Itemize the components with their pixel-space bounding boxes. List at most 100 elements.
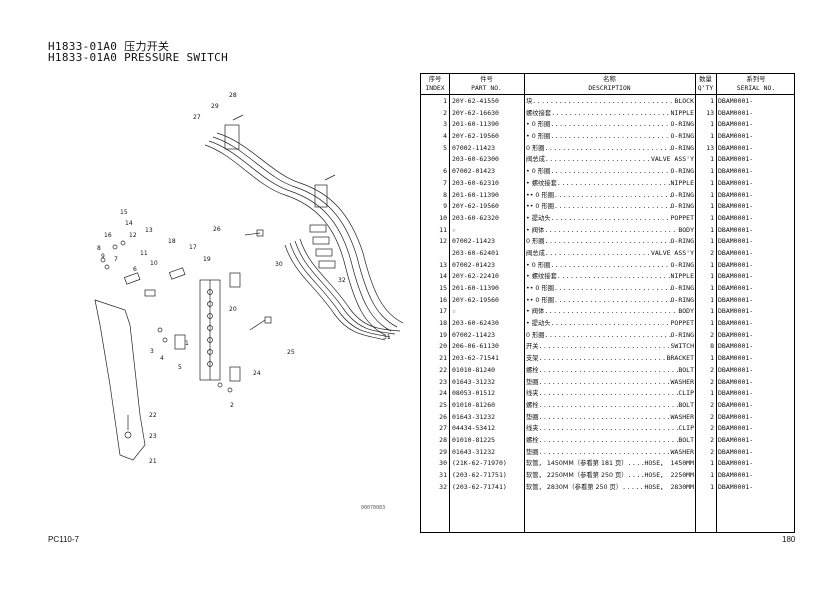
row-part-no: (21K-62-71970): [452, 459, 507, 468]
row-desc-en: WASHER: [670, 412, 694, 421]
row-part-no: 203-62-71541: [452, 354, 499, 363]
row-leader-dots: ........................................…: [544, 155, 651, 164]
row-serial: DBAM0001-: [718, 471, 754, 479]
row-desc-en: O-RING: [670, 330, 694, 339]
row-qty: 8: [710, 342, 714, 351]
row-serial: DBAM0001-: [718, 190, 754, 199]
row-part-no: (203-62-71751): [452, 471, 507, 479]
row-qty: 1: [710, 389, 714, 398]
row-leader-dots: ........................................…: [627, 459, 645, 468]
row-part-no: ☆: [452, 225, 456, 234]
row-leader-dots: ........................................…: [544, 143, 671, 152]
row-desc-cn: 开关: [526, 343, 539, 351]
row-part-no: 07002-01423: [452, 167, 496, 176]
row-index: 27: [439, 424, 447, 433]
row-description: •• 0 形圈.................................…: [526, 283, 694, 295]
row-qty: 1: [710, 295, 714, 304]
row-desc-cn: 垫圈: [526, 378, 539, 386]
row-desc-cn: 阀总成: [526, 249, 545, 257]
callout-27: 27: [193, 114, 201, 121]
row-leader-dots: ........................................…: [554, 202, 670, 211]
row-leader-dots: ........................................…: [551, 108, 671, 117]
table-row: 20 206-06-61130 开关........................…: [421, 341, 794, 353]
table-row: 17☆• 阀体.................................…: [421, 306, 794, 318]
row-desc-en: O-RING: [670, 295, 694, 304]
row-leader-dots: ........................................…: [538, 389, 679, 398]
row-leader-dots: ........................................…: [554, 284, 670, 292]
row-index: 5: [443, 143, 447, 152]
row-index: 17: [439, 307, 447, 316]
diagram-callouts: 1 2 3 4 5 6 7 8 9 10 11 12 13 14 15 16 1…: [97, 92, 391, 465]
header-desc-cn: 名称: [603, 75, 616, 83]
row-desc-en: CLIP: [678, 389, 694, 398]
row-description: •• 0 形圈.................................…: [526, 190, 694, 202]
row-qty: 2: [710, 365, 714, 374]
callout-21: 21: [149, 458, 157, 465]
row-part-no: 07002-11423: [452, 237, 496, 246]
row-index: 28: [439, 435, 447, 444]
row-index: 24: [439, 389, 447, 398]
diagram-code: 00070083: [361, 505, 386, 511]
callout-10: 10: [150, 260, 158, 267]
row-qty: 1: [710, 155, 714, 164]
page-number: 180: [782, 535, 796, 544]
row-qty: 13: [706, 143, 714, 152]
row-serial: DBAM0001-: [718, 167, 754, 176]
row-serial: DBAM0001-: [718, 202, 754, 211]
row-index: 21: [439, 354, 447, 363]
row-description: • 0 形圈..................................…: [526, 131, 694, 143]
row-description: 线夹......................................…: [526, 423, 694, 435]
row-serial: DBAM0001-: [718, 120, 754, 129]
row-qty: 1: [710, 202, 714, 211]
row-desc-cn: 螺栓: [526, 401, 539, 409]
row-desc-en: BODY: [678, 307, 694, 316]
row-desc-en: O-RING: [670, 260, 694, 269]
row-part-no: 206-06-61130: [452, 342, 499, 351]
row-desc-cn: • 提动头: [526, 320, 551, 328]
row-description: 开关......................................…: [526, 341, 694, 353]
row-desc-en: O-RING: [670, 237, 694, 246]
row-desc-cn: • 0 形圈: [526, 168, 551, 176]
row-desc-en: WASHER: [670, 377, 694, 386]
row-desc-en: WASHER: [670, 447, 694, 456]
header-serial-en: SERIAL NO.: [736, 84, 776, 92]
row-qty: 1: [710, 354, 714, 363]
row-index: 20: [439, 342, 447, 351]
callout-30: 30: [275, 261, 283, 268]
row-qty: 13: [706, 108, 714, 117]
row-description: 螺栓......................................…: [526, 365, 694, 377]
row-serial: DBAM0001-: [718, 447, 754, 456]
footer-model: PC110-7: [48, 535, 79, 544]
row-serial: DBAM0001-: [718, 132, 754, 141]
row-part-no: 20Y-62-41550: [452, 97, 499, 105]
row-index: 32: [439, 482, 447, 491]
row-desc-cn: • 提动头: [526, 214, 551, 222]
row-serial: DBAM0001-: [718, 319, 754, 328]
row-part-no: ☆: [452, 307, 456, 316]
row-desc-cn: • 0 形圈: [526, 133, 551, 141]
callout-24: 24: [253, 370, 261, 377]
row-serial: DBAM0001-: [718, 435, 754, 444]
row-desc-cn: 0 形圈: [526, 238, 545, 246]
row-qty: 1: [710, 284, 714, 292]
row-desc-en: O-RING: [670, 284, 694, 292]
row-desc-cn: 螺纹接套: [526, 109, 552, 117]
row-desc-cn: •• 0 形圈: [526, 203, 555, 211]
row-desc-en: CLIP: [678, 424, 694, 433]
row-desc-en: NIPPLE: [670, 272, 694, 281]
row-description: 支架......................................…: [526, 353, 694, 365]
row-part-no: 01643-31232: [452, 377, 496, 386]
row-serial: DBAM0001-: [718, 307, 754, 316]
row-description: 阀总成.....................................…: [526, 154, 694, 166]
row-serial: DBAM0001-: [718, 389, 754, 398]
row-part-no: 01010-81260: [452, 400, 496, 409]
